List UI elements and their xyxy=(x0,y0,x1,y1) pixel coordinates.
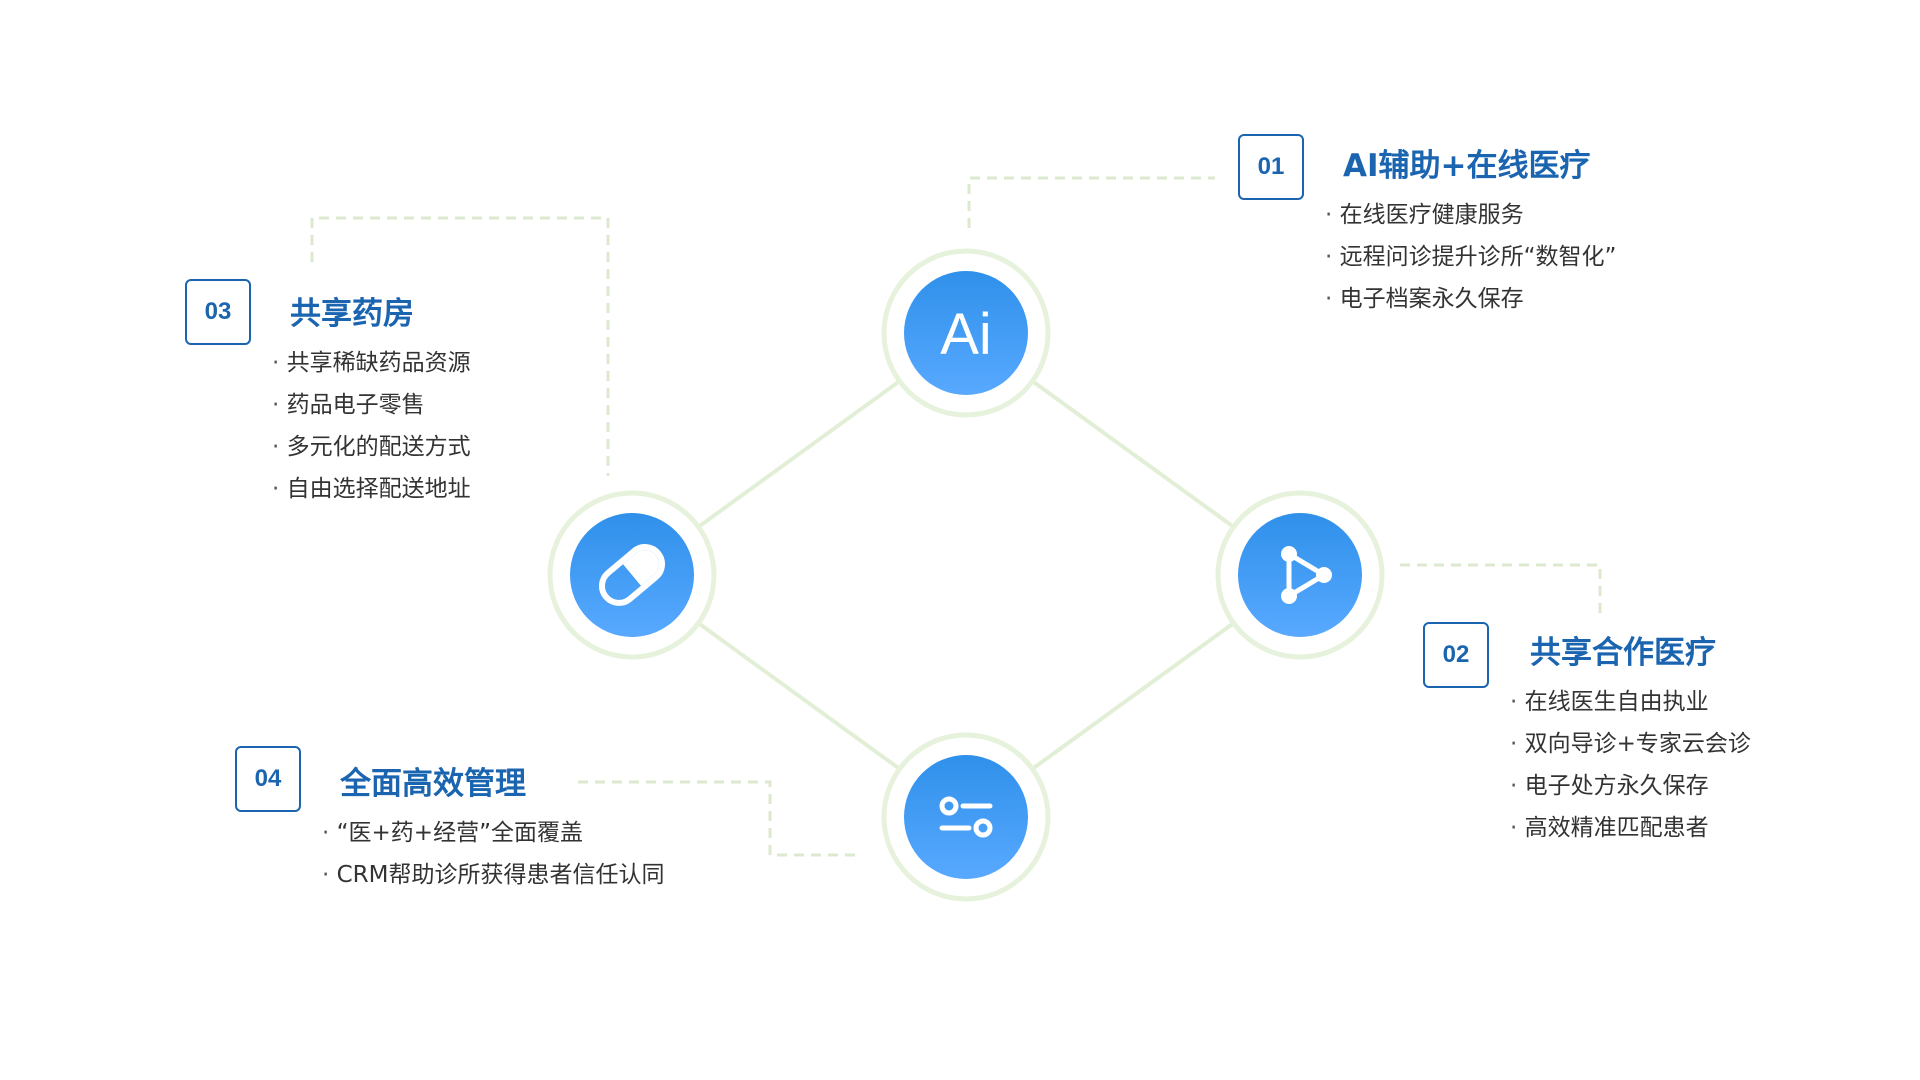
section-02-list: 在线医生自由执业 双向导诊+专家云会诊 电子处方永久保存 高效精准匹配患者 xyxy=(1510,681,1751,849)
list-item: 共享稀缺药品资源 xyxy=(272,342,471,384)
list-item: 药品电子零售 xyxy=(272,384,471,426)
section-04-title: 全面高效管理 xyxy=(340,766,526,802)
node-share xyxy=(1215,490,1385,660)
leader-04 xyxy=(578,780,860,857)
list-item: 自由选择配送地址 xyxy=(272,468,471,510)
node-pill xyxy=(547,490,717,660)
leader-01 xyxy=(967,176,1215,228)
list-item: 高效精准匹配患者 xyxy=(1510,807,1751,849)
section-02-title: 共享合作医疗 xyxy=(1530,635,1716,671)
section-01-list: 在线医疗健康服务 远程问诊提升诊所“数智化” 电子档案永久保存 xyxy=(1325,194,1617,320)
ai-icon: Ai xyxy=(940,302,992,367)
list-item: 电子处方永久保存 xyxy=(1510,765,1751,807)
list-item: 多元化的配送方式 xyxy=(272,426,471,468)
section-01-number: 01 xyxy=(1238,134,1304,200)
leader-03 xyxy=(310,216,610,476)
section-03-title: 共享药房 xyxy=(290,296,414,332)
list-item: 电子档案永久保存 xyxy=(1325,278,1616,320)
leader-02 xyxy=(1400,563,1602,620)
node-ai: Ai xyxy=(881,248,1051,418)
share-nodes-icon xyxy=(1281,546,1332,604)
section-04-list: “医+药+经营”全面覆盖 CRM帮助诊所获得患者信任认同 xyxy=(322,812,665,896)
list-item: “医+药+经营”全面覆盖 xyxy=(322,812,665,854)
node-settings xyxy=(881,732,1051,902)
leader-lines xyxy=(310,176,1602,857)
section-04-number: 04 xyxy=(235,746,301,812)
list-item: 在线医生自由执业 xyxy=(1510,681,1751,723)
list-item: 远程问诊提升诊所“数智化” xyxy=(1325,236,1617,278)
section-03-number: 03 xyxy=(185,279,251,345)
pill-icon xyxy=(598,544,666,606)
list-item: 双向导诊+专家云会诊 xyxy=(1510,723,1751,765)
section-03-list: 共享稀缺药品资源 药品电子零售 多元化的配送方式 自由选择配送地址 xyxy=(272,342,471,510)
section-01-title: AI辅助+在线医疗 xyxy=(1343,148,1591,184)
list-item: CRM帮助诊所获得患者信任认同 xyxy=(322,854,665,896)
list-item: 在线医疗健康服务 xyxy=(1325,194,1616,236)
section-02-number: 02 xyxy=(1423,622,1489,688)
toggle-settings-icon xyxy=(939,796,993,838)
